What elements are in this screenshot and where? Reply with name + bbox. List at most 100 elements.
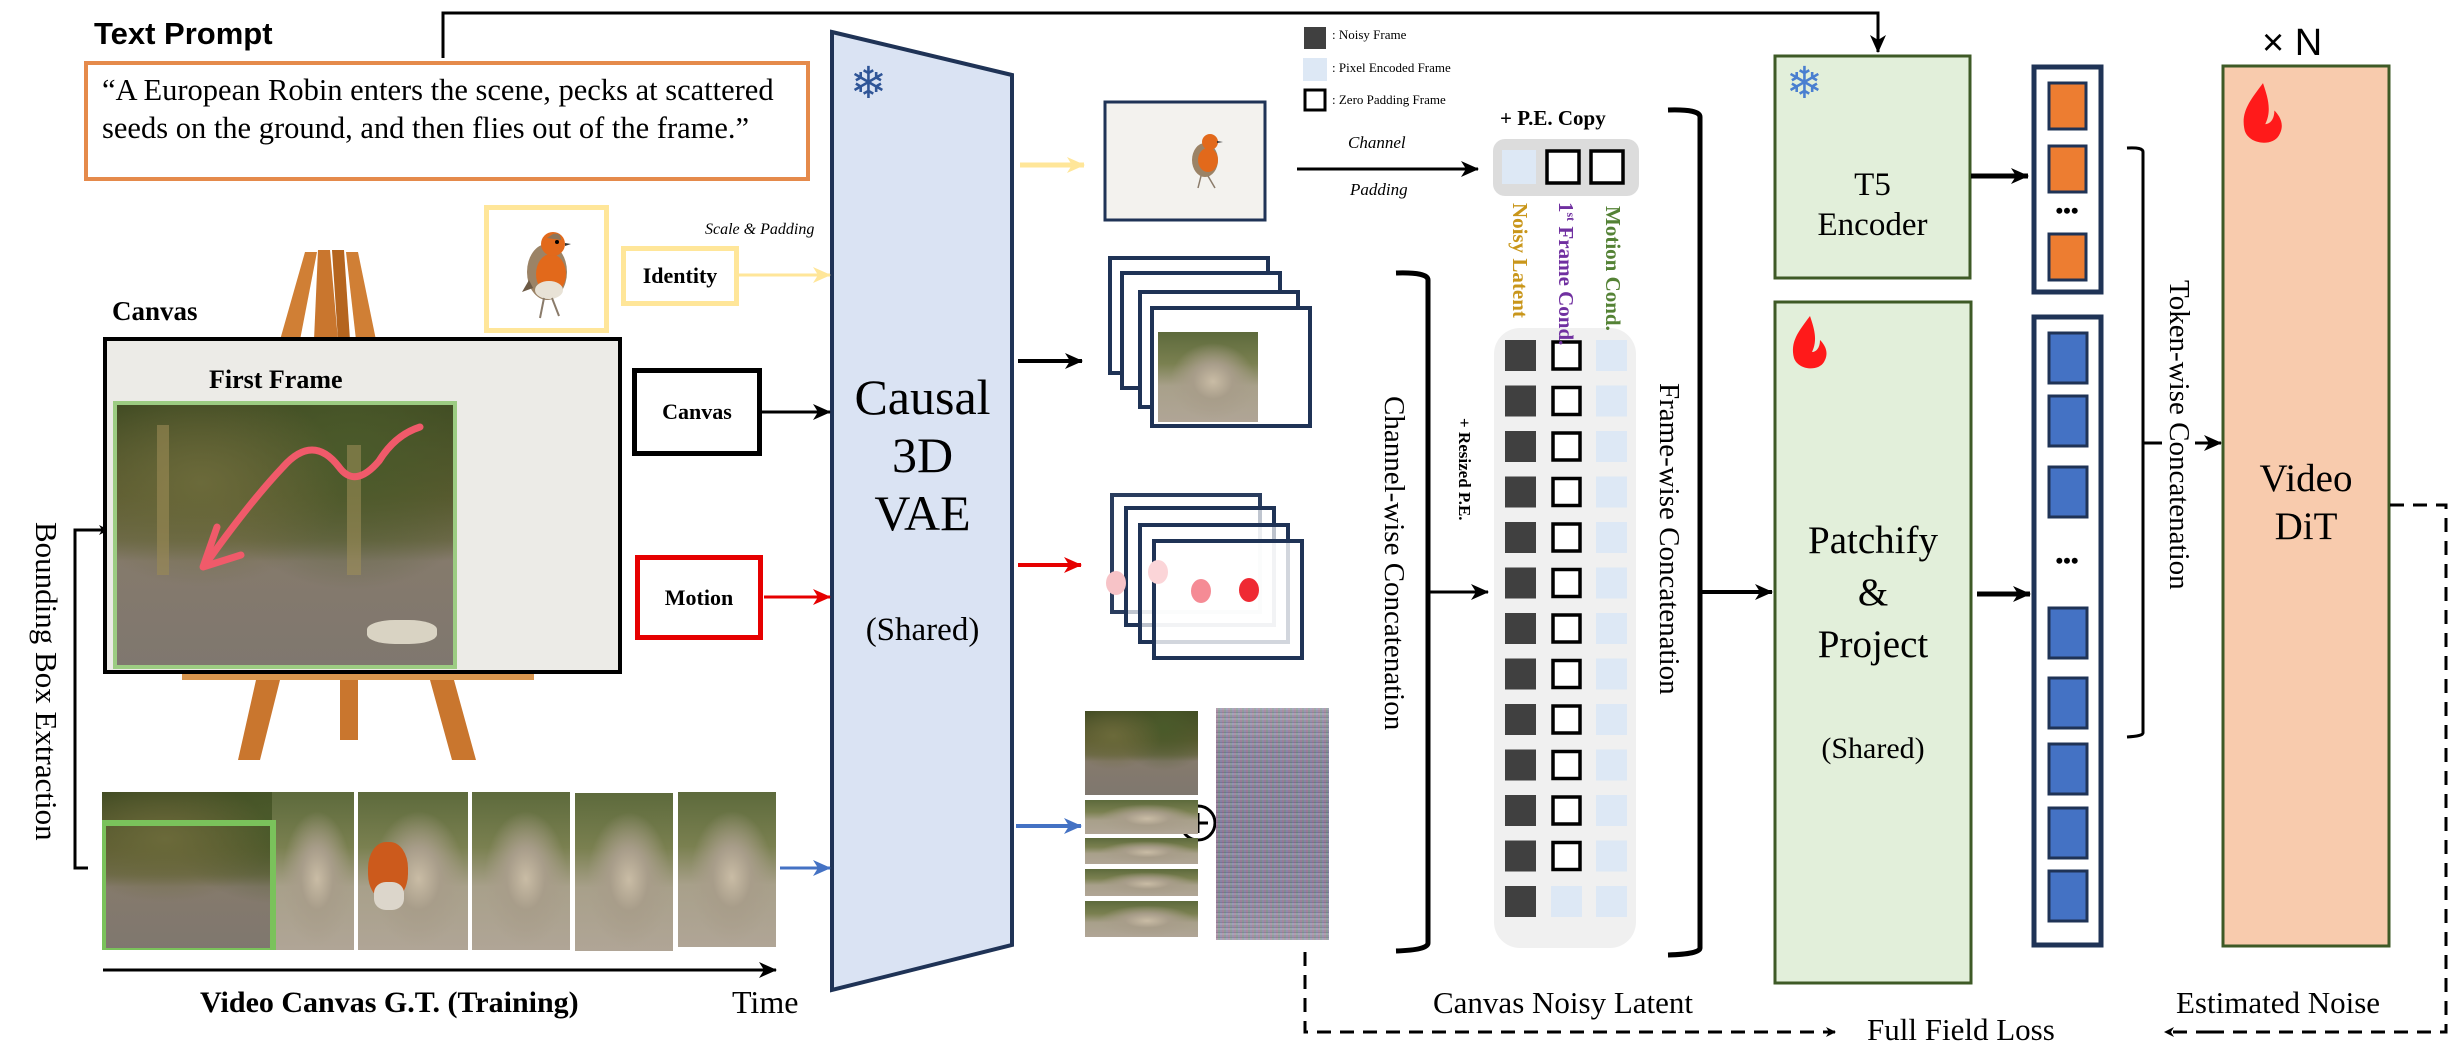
video-dit-block — [2221, 64, 2391, 948]
dit-flame-icon — [2243, 83, 2282, 143]
vae-title-line1: Causal — [854, 369, 991, 425]
canvas-noisy-latent-connector — [1303, 952, 1836, 1037]
t5-encoder-block — [1773, 54, 1972, 280]
text-prompt-heading: Text Prompt — [94, 16, 273, 51]
pixel-frame-cell — [1596, 658, 1627, 690]
patchify-block — [1773, 300, 1973, 985]
video-latent-strip — [1085, 711, 1198, 795]
patchify-shared-label: (Shared) — [1821, 732, 1925, 765]
motion-point — [1106, 571, 1126, 595]
noisy-frame-cell — [1505, 658, 1536, 690]
motion-point — [1148, 560, 1168, 584]
first-frame-label: First Frame — [209, 365, 343, 394]
video-token-ellipsis: ••• — [2055, 548, 2078, 573]
identity-image-frame — [484, 205, 609, 333]
zero-frame-cell — [1551, 704, 1582, 735]
video-token — [2047, 676, 2089, 730]
motion-condition-box: Motion — [635, 555, 763, 640]
bbox-extraction-label: Bounding Box Extraction — [29, 522, 64, 841]
pixel-frame-cell — [1596, 385, 1627, 417]
noisy-frame-cell — [1505, 340, 1536, 371]
pe-copy-zero-frame — [1545, 149, 1581, 185]
legend-pixel-label: : Pixel Encoded Frame — [1332, 60, 1451, 75]
vae-shared-label: (Shared) — [865, 612, 980, 648]
frame-wise-bracket — [1667, 107, 1703, 958]
motion-point — [1239, 578, 1259, 602]
patchify-title-line1: Patchify — [1808, 519, 1938, 562]
patchify-title: Patchify & Project — [1775, 515, 1971, 671]
legend-zero-swatch — [1303, 88, 1327, 112]
noisy-frame-cell — [1505, 704, 1536, 735]
dit-title-line2: DiT — [2274, 505, 2338, 548]
pe-copy-pixel-frame — [1502, 150, 1536, 184]
dit-title: Video DiT — [2223, 455, 2389, 551]
pixel-frame-cell — [1596, 476, 1627, 508]
text-tokens: ••• — [2047, 81, 2088, 282]
text-token — [2047, 144, 2088, 194]
patchify-title-line3: Project — [1817, 623, 1929, 666]
pixel-frame-cell — [1596, 613, 1627, 644]
dit-repeat-text: × N — [2262, 22, 2323, 64]
pixel-frame-cell — [1551, 886, 1582, 917]
dit-repeat-label: × N — [2262, 22, 2322, 65]
video-latent-strip — [1085, 800, 1198, 834]
noisy-frame-cell — [1505, 522, 1536, 553]
vae-title: Causal 3D VAE — [840, 368, 1005, 542]
pixel-frame-cell — [1596, 522, 1627, 553]
frame-wise-concat-label: Frame-wise Concatenation — [1653, 383, 1685, 695]
video-token — [2047, 331, 2089, 385]
canvas-latent-image — [1158, 332, 1258, 422]
gaussian-noise-image — [1216, 708, 1329, 940]
robin-icon — [522, 232, 571, 319]
video-latent-strip — [1085, 838, 1198, 864]
first-frame-image — [113, 401, 457, 669]
text-prompt-box: “A European Robin enters the scene, peck… — [84, 61, 810, 181]
video-frame-1 — [102, 792, 354, 950]
legend-zero-label: : Zero Padding Frame — [1332, 92, 1446, 107]
token-wise-concat-label: Token-wise Concatenation — [2162, 278, 2195, 592]
canvas-noisy-latent-label: Canvas Noisy Latent — [1433, 985, 1694, 1020]
video-token — [2047, 742, 2089, 796]
noisy-frame-cell — [1505, 840, 1536, 872]
patchify-title-line2: & — [1857, 571, 1889, 614]
identity-latent-frame — [1103, 100, 1267, 222]
motion-point — [1191, 579, 1211, 603]
pixel-frame-cell — [1596, 886, 1627, 917]
noisy-frame-cell — [1505, 476, 1536, 508]
video-latent-strip — [1085, 901, 1198, 937]
t5-snowflake-icon: ❄ — [1786, 59, 1823, 108]
pixel-frame-cell — [1596, 567, 1627, 599]
video-caption: Video Canvas G.T. (Training) — [200, 986, 579, 1019]
noisy-frame-cell — [1505, 613, 1536, 644]
noisy-frame-cell — [1505, 431, 1536, 462]
zero-frame-cell — [1551, 476, 1582, 508]
vae-snowflake-icon: ❄ — [850, 59, 887, 108]
channel-label: Channel — [1348, 133, 1406, 152]
motion-cond-column-label: Motion Cond. — [1601, 206, 1625, 331]
legend-noisy-swatch — [1304, 27, 1326, 49]
latent-grid — [1505, 340, 1627, 917]
first-frame-cond-rest: Frame Cond. — [1554, 221, 1578, 346]
channel-wise-bracket — [1395, 270, 1431, 954]
noisy-latent-column-label: Noisy Latent — [1508, 203, 1532, 318]
text-token — [2047, 81, 2088, 131]
canvas-board: First Frame — [103, 337, 622, 674]
t5-title-line1: T5 — [1854, 167, 1891, 203]
zero-frame-cell — [1551, 567, 1582, 599]
video-latent-strip — [1085, 869, 1198, 896]
video-frame-4 — [575, 793, 673, 951]
prompt-to-t5-connector — [441, 11, 1886, 58]
video-frame-3 — [472, 792, 570, 950]
vae-title-line2: 3D — [891, 427, 954, 483]
zero-frame-cell — [1551, 522, 1582, 553]
scale-padding-label: Scale & Padding — [705, 221, 815, 238]
zero-frame-cell — [1551, 613, 1582, 644]
robin-latent-icon — [1192, 134, 1223, 189]
video-token — [2047, 394, 2089, 448]
first-frame-cond-column-label: 1st Frame Cond. — [1553, 202, 1578, 345]
text-token-ellipsis: ••• — [2055, 198, 2078, 223]
estimated-noise-connector — [2200, 503, 2448, 1034]
video-frame-2 — [358, 792, 468, 950]
video-token — [2047, 806, 2089, 860]
